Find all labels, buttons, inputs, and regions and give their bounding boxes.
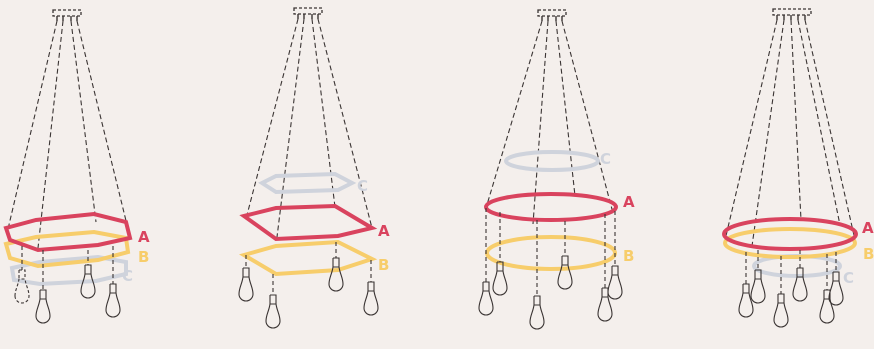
variant-3: A B C — [478, 9, 635, 330]
light-bulbs — [14, 264, 121, 324]
label-c: C — [357, 177, 368, 195]
label-c: C — [122, 267, 133, 285]
drop-wires — [485, 208, 616, 296]
ceiling-canopy — [52, 9, 82, 21]
light-bulbs — [478, 255, 623, 330]
suspension-wires — [485, 20, 614, 225]
ring-a — [3, 211, 133, 253]
ring-b — [238, 239, 378, 277]
variant-4: A B C — [722, 8, 874, 328]
ring-a — [484, 192, 618, 222]
ring-c — [9, 254, 128, 287]
suspension-wires — [246, 18, 373, 238]
drop-wires — [21, 246, 114, 290]
label-a: A — [623, 193, 635, 211]
drop-wires — [245, 242, 372, 295]
label-c: C — [843, 269, 854, 287]
ring-c — [257, 171, 357, 195]
ceiling-canopy — [772, 8, 812, 20]
label-a: A — [138, 228, 150, 246]
label-b: B — [138, 248, 149, 266]
ring-c — [504, 150, 600, 172]
light-bulbs — [238, 257, 379, 329]
ring-b — [485, 235, 617, 271]
variant-2: A B C — [238, 7, 390, 329]
label-a: A — [378, 222, 390, 240]
variant-1: A B C — [3, 9, 150, 324]
label-b: B — [378, 256, 389, 274]
suspension-wires — [724, 19, 857, 247]
label-b: B — [863, 245, 874, 263]
ceiling-canopy — [537, 9, 567, 21]
light-bulbs — [738, 267, 844, 328]
ring-a — [722, 217, 858, 251]
drop-wires — [745, 250, 837, 294]
label-b: B — [623, 247, 634, 265]
ring-b — [3, 229, 131, 269]
ring-a — [239, 203, 378, 242]
suspension-wires — [7, 20, 131, 249]
ring-b — [723, 227, 857, 259]
label-a: A — [862, 219, 874, 237]
ceiling-canopy — [293, 7, 323, 19]
label-c: C — [600, 150, 611, 168]
